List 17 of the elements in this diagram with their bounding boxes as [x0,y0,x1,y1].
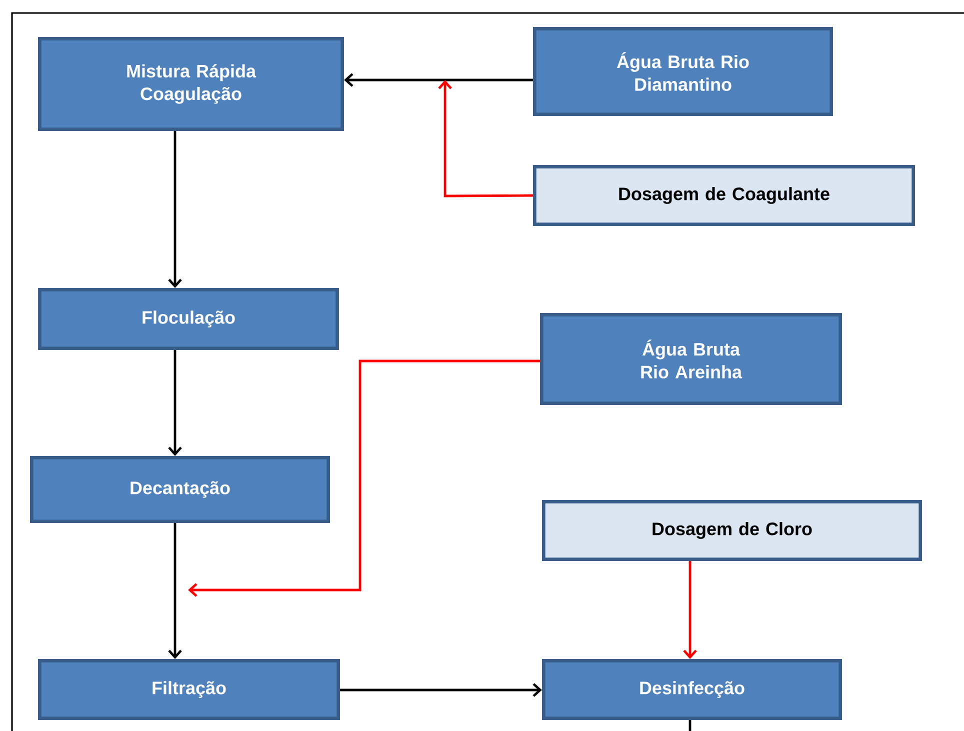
arrow [340,683,542,697]
input-box: Dosagem de Coagulante [533,165,915,226]
process-box: Filtração [38,659,340,720]
process-box: Água Bruta Rio Diamantino [533,27,833,116]
process-box: Água Bruta Rio Areinha [540,313,842,405]
arrow [683,560,697,660]
arrow [168,350,182,456]
arrow [168,131,182,288]
arrow [344,73,533,87]
arrow [188,360,540,597]
arrow [168,523,182,660]
arrow [438,80,534,198]
process-box: Floculação [38,288,339,350]
process-box: Desinfecção [542,659,842,720]
input-box: Dosagem de Cloro [542,500,922,561]
process-box: Mistura Rápida Coagulação [38,37,344,131]
process-box: Decantação [30,456,330,524]
